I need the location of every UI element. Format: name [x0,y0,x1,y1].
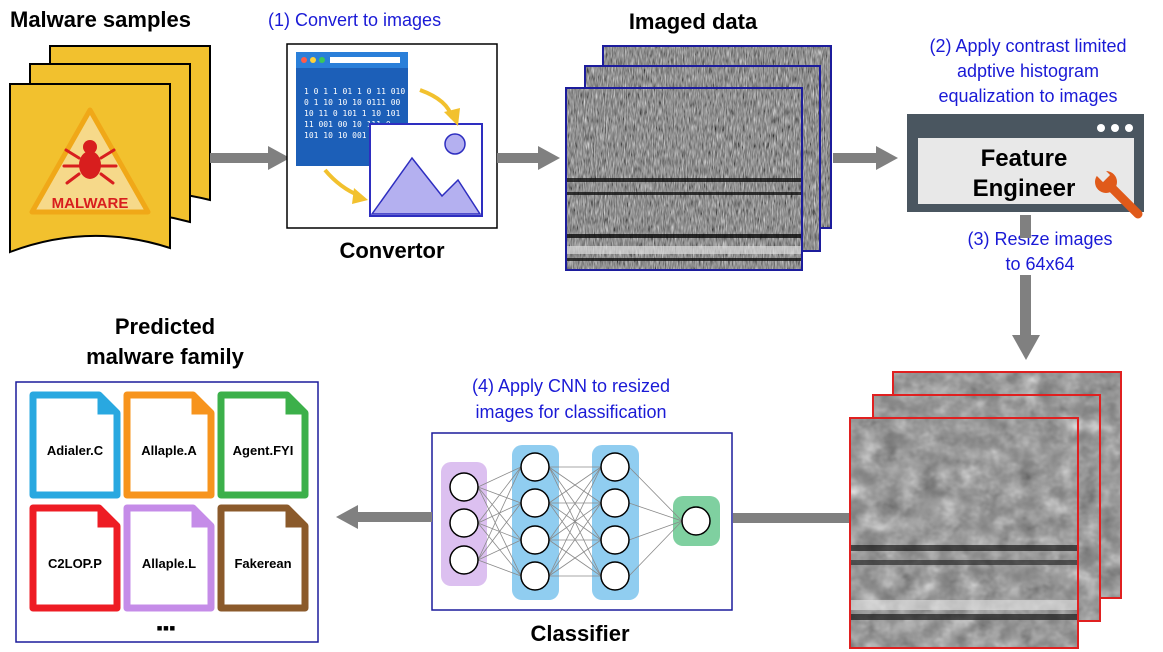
cnn-edge [628,466,683,522]
binary-line-4: 11 001 00 10 111 0 [304,120,391,129]
cnn-edge [477,466,522,561]
more-families-indicator: ▪▪▪ [156,618,175,638]
cnn-hidden-layer-1 [512,445,559,600]
heading-predicted-line2: malware family [86,344,245,369]
cnn-edge [548,466,602,577]
arrowhead-classifier-to-families [336,505,358,529]
cnn-edge [548,466,602,541]
family-document: Allaple.L [123,504,215,612]
heading-malware-samples: Malware samples [10,7,191,32]
cnn-edge [477,466,522,488]
family-label: Allaple.L [142,556,196,571]
arrowhead-feature-down [1012,335,1040,360]
family-label: C2LOP.P [48,556,102,571]
classifier-box [431,432,733,611]
cnn-neuron-layer-2 [520,452,550,482]
cnn-neuron-layer-3 [600,561,630,591]
cnn-edge [628,502,683,522]
cnn-edge [628,520,683,541]
cnn-edge [477,559,522,577]
arrowhead-imaged-to-feature [876,146,898,170]
family-document: Adialer.C [29,391,121,499]
malware-documents: MALWARE [9,45,211,254]
step2-line2: adptive histogram [957,61,1099,81]
cnn-hidden-layer-2 [592,445,639,600]
cnn-neuron-layer-2 [520,525,550,555]
cnn-neuron-layer-3 [600,488,630,518]
cnn-edge [477,466,522,524]
family-document: Fakerean [217,504,309,612]
family-document: Allaple.A [123,391,215,499]
resized-image-front [849,417,1079,649]
step4-line1: (4) Apply CNN to resized [472,376,670,396]
resized-images-stack [849,371,1122,649]
heading-classifier: Classifier [530,621,629,646]
family-label: Adialer.C [47,443,104,458]
binary-line-3: 10 11 0 101 1 10 101 [304,109,401,118]
cnn-edge [548,539,602,577]
cnn-edge [477,502,522,561]
arrowhead-samples-to-convertor [268,146,290,170]
image-icon [369,123,483,217]
step1-label: (1) Convert to images [268,10,441,30]
feature-engineer-box: Feature Engineer [907,114,1144,219]
step2-line3: equalization to images [938,86,1117,106]
heading-imaged-data: Imaged data [629,9,758,34]
cnn-neuron-layer-1 [449,545,479,575]
imaged-data-front [565,87,803,271]
malware-label: MALWARE [52,195,129,212]
cnn-neuron-layer-3 [600,525,630,555]
arrow-feature-down [1020,275,1031,337]
step4-line2: images for classification [475,402,666,422]
heading-convertor: Convertor [339,238,445,263]
step2-line1: (2) Apply contrast limited [929,36,1126,56]
cnn-neuron-layer-4 [681,506,711,536]
family-label: Allaple.A [141,443,197,458]
cnn-edge [477,539,522,561]
step3-line1: (3) Resize images [967,229,1112,249]
family-label: Agent.FYI [233,443,294,458]
step3-line2: to 64x64 [1005,254,1074,274]
cnn-neuron-layer-1 [449,472,479,502]
feature-engineer-line2: Engineer [973,175,1076,202]
cnn-neuron-layer-2 [520,561,550,591]
cnn-edge [628,520,683,577]
cnn-edge [548,502,602,577]
binary-line-5: 101 10 10 001 [304,131,367,140]
cnn-edge [548,466,602,504]
family-document: Agent.FYI [217,391,309,499]
imaged-data-stack [565,45,832,271]
binary-line-1: 1 0 1 1 01 1 0 11 010 [304,87,405,96]
family-label: Fakerean [234,556,291,571]
cnn-neuron-layer-2 [520,488,550,518]
cnn-edge [477,522,522,577]
warning-bug-icon: MALWARE [29,107,151,215]
feature-engineer-line1: Feature [981,145,1068,172]
cnn-neuron-layer-3 [600,452,630,482]
binary-line-2: 0 1 10 10 10 0111 00 [304,98,401,107]
arrow-feature-down-top [1020,215,1031,238]
convertor-box: 1 0 1 1 01 1 0 11 010 0 1 10 10 10 0111 … [286,43,498,229]
arrowhead-convertor-to-imaged [538,146,560,170]
cnn-neuron-layer-1 [449,508,479,538]
heading-predicted-line1: Predicted [115,314,215,339]
wrench-icon [1095,167,1143,219]
family-document: C2LOP.P [29,504,121,612]
